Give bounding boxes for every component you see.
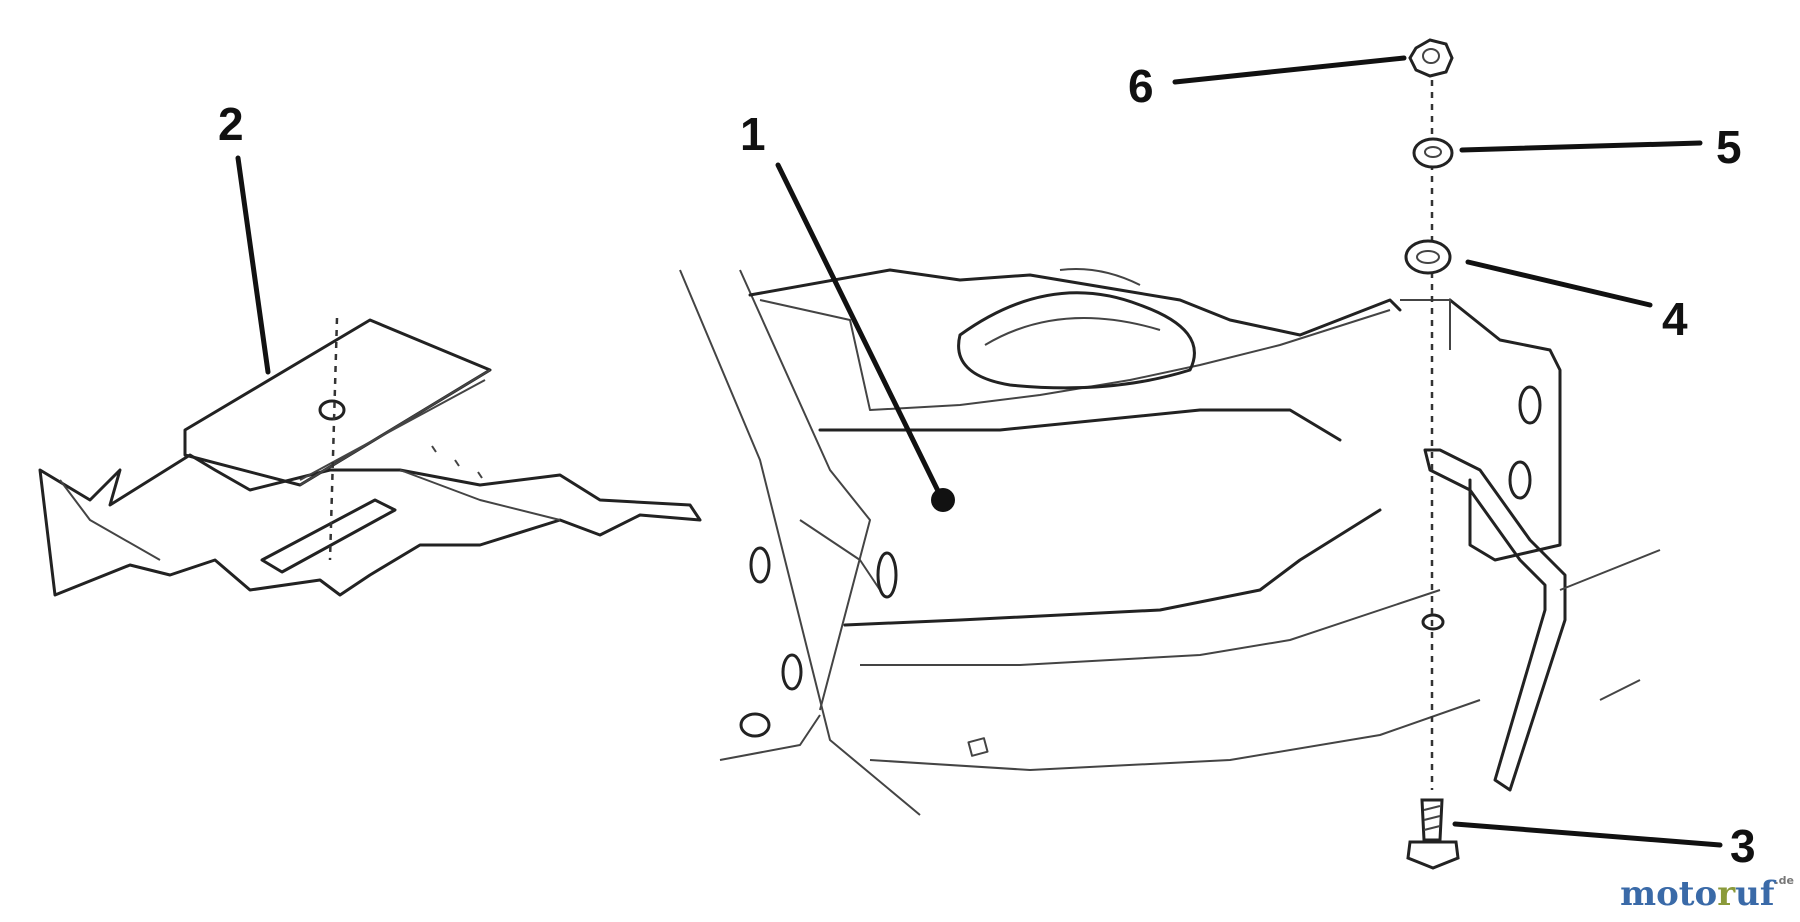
callout-1: 1 [740,108,766,160]
lock-washer [1412,137,1454,169]
callout-6: 6 [1128,60,1154,112]
leader-line-3 [1452,821,1723,848]
leader-line-5 [1459,140,1703,153]
leader-line-6 [1172,55,1407,85]
bolt [1406,798,1460,870]
hardware-stack [1404,38,1460,870]
nut [1408,38,1454,78]
leader-line-1 [775,162,943,498]
callout-4: 4 [1662,293,1688,345]
leader-line-4 [1465,259,1653,308]
callout-3: 3 [1730,820,1756,872]
leader-lines [235,55,1723,848]
mower-deck [679,268,1661,816]
leader-line-2 [235,155,271,375]
callout-2: 2 [218,98,244,150]
watermark-logo: motoruf.de [1620,874,1794,914]
leader-dot-1 [931,488,955,512]
flat-washer [1404,239,1452,275]
callout-5: 5 [1716,121,1742,173]
mower-blade [38,317,702,597]
